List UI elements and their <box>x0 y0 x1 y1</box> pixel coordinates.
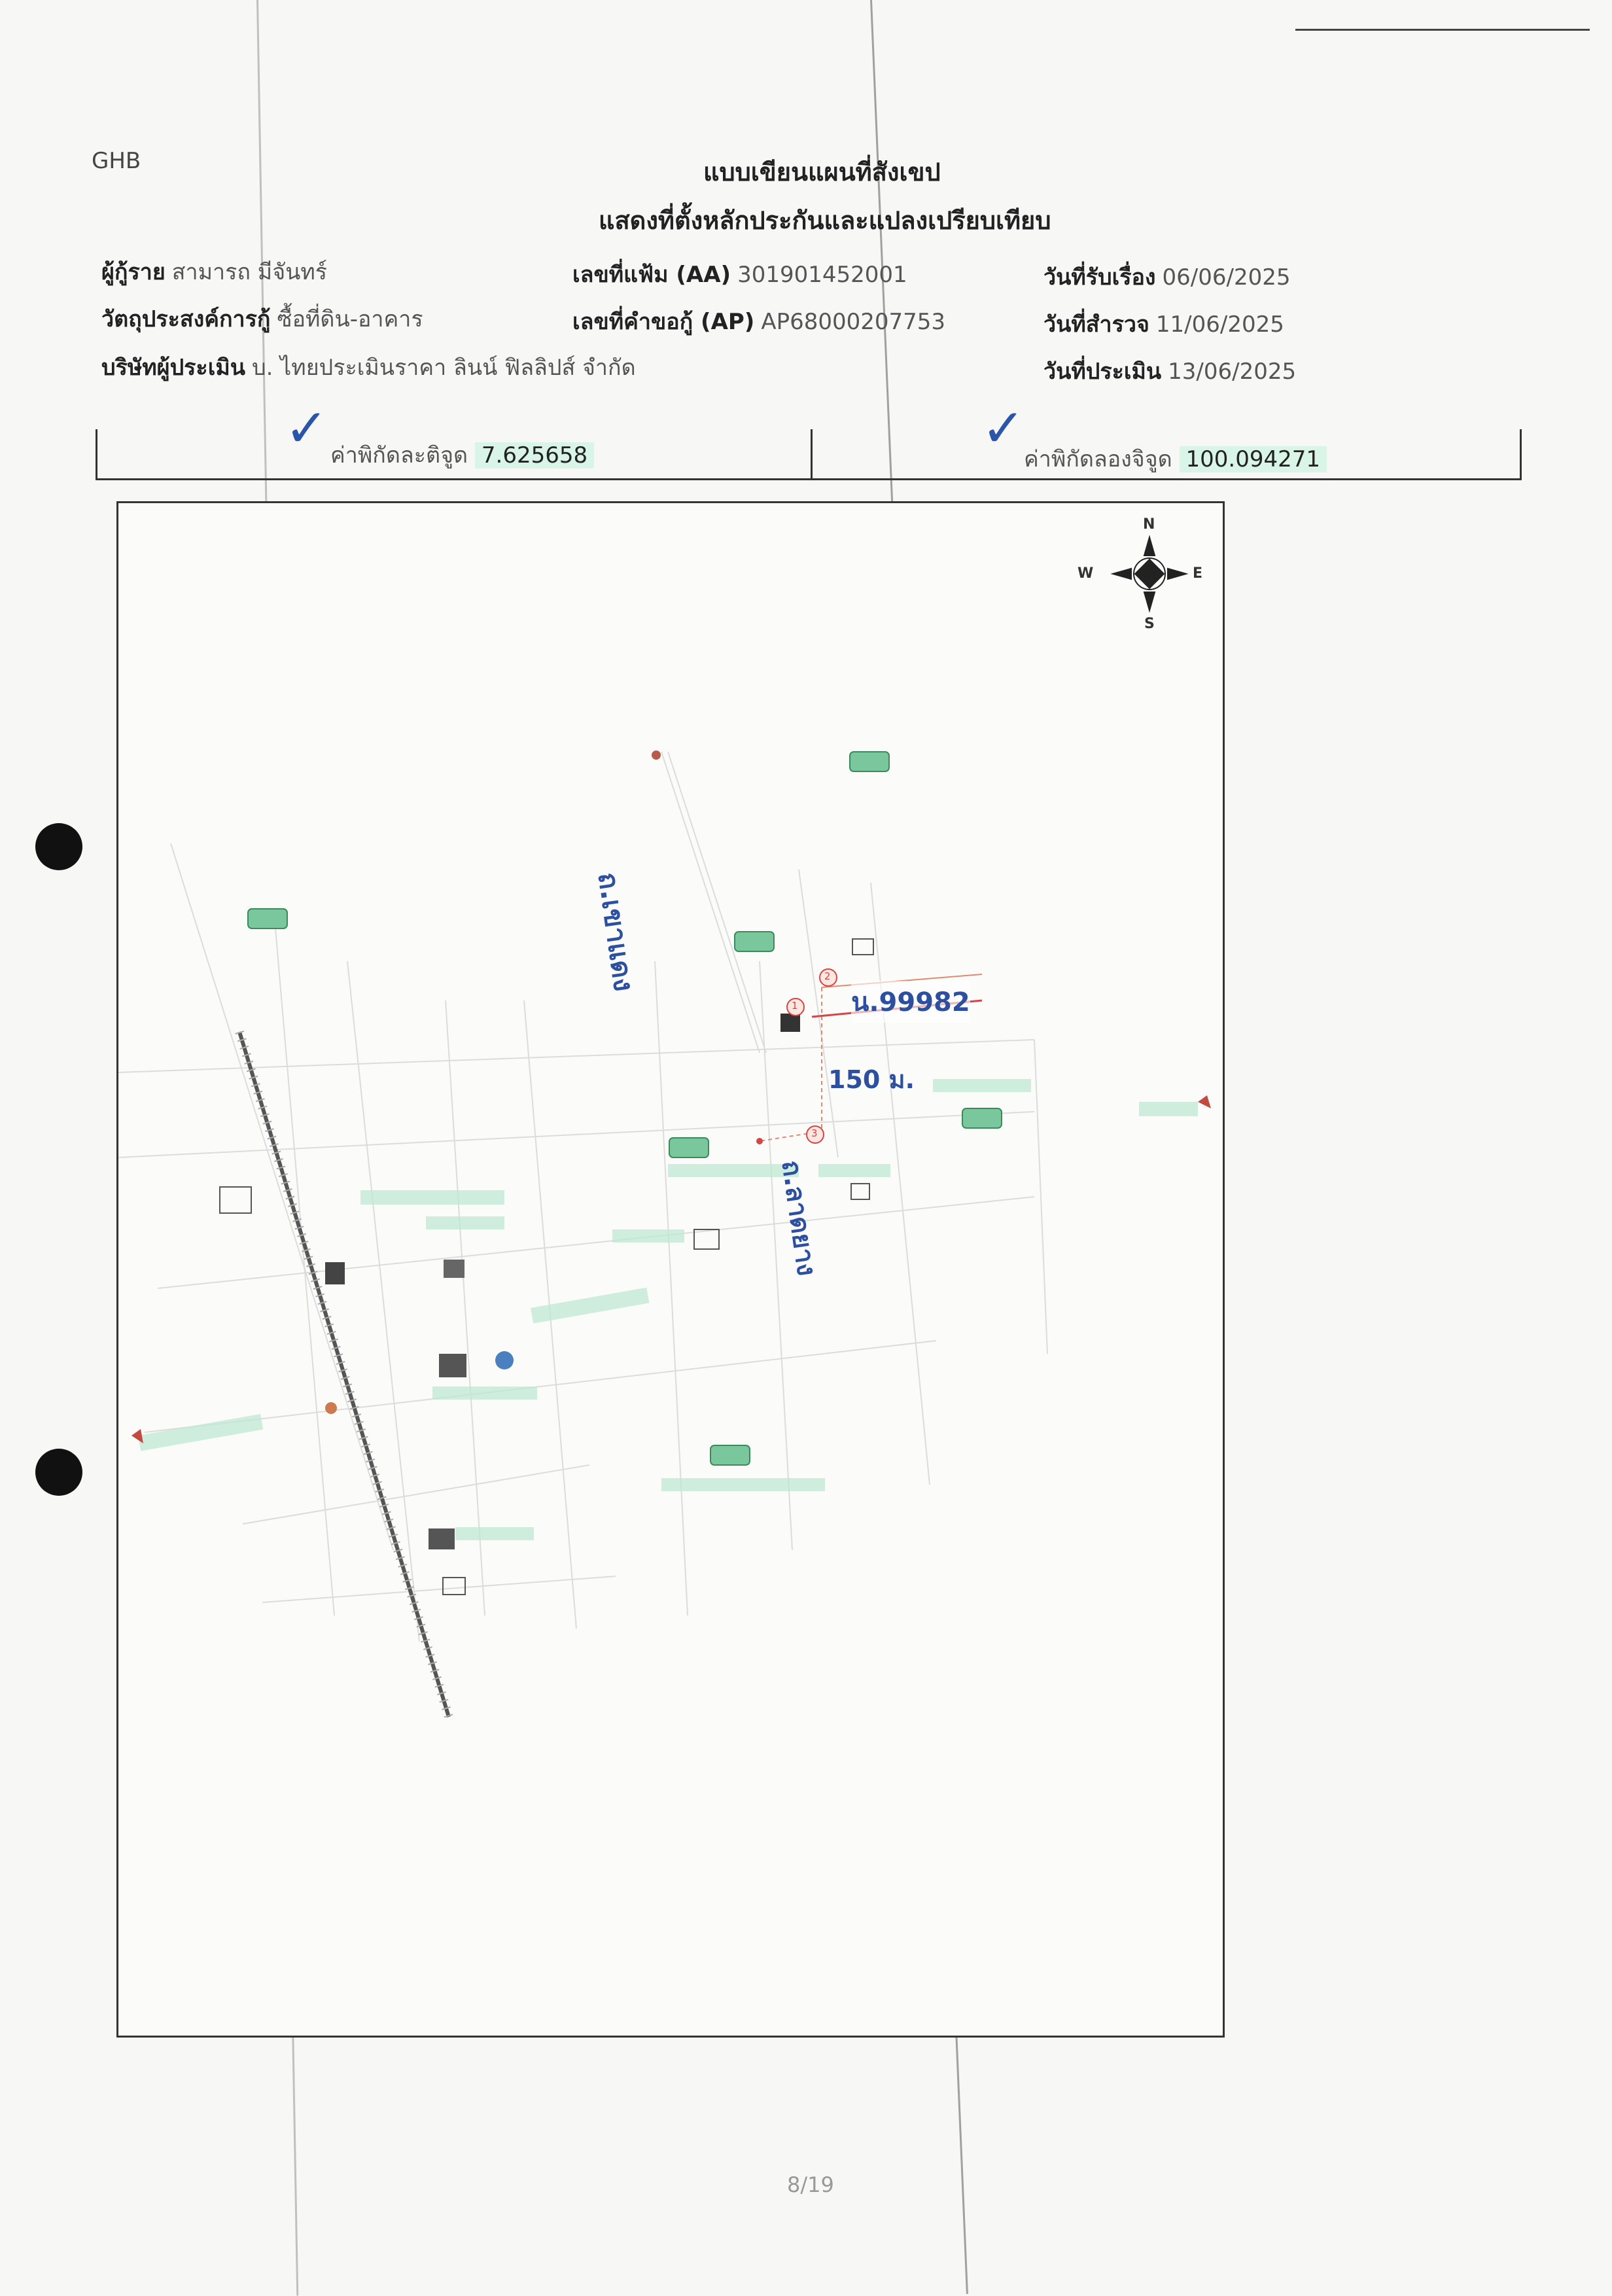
field-label: วันที่ประเมิน <box>1043 359 1162 385</box>
school-icon <box>444 1260 464 1278</box>
field-label: วันที่สำรวจ <box>1043 311 1149 338</box>
railway-ties <box>235 1030 453 1719</box>
map-label-strip <box>530 1287 650 1324</box>
coord-label: ค่าพิกัดลองจิจูด <box>1024 446 1172 472</box>
marker-1 <box>786 998 805 1016</box>
compass-s: S <box>1144 616 1155 632</box>
punch-hole <box>35 823 82 870</box>
building-icon <box>693 1229 720 1250</box>
map-label-strips <box>137 1079 1198 1540</box>
village-icon <box>669 1137 709 1158</box>
field-value: AP68000207753 <box>761 309 946 335</box>
building-icon <box>219 1186 252 1214</box>
field-value: 301901452001 <box>737 262 907 288</box>
map-label-strip <box>137 1414 264 1451</box>
coord-longitude: ค่าพิกัดลองจิจูด 100.094271 <box>1024 441 1327 476</box>
field-value: สามารถ มีจันทร์ <box>171 259 328 285</box>
field-borrower: ผู้กู้รายสามารถ มีจันทร์ <box>101 254 327 289</box>
road-end-icon <box>1198 1095 1211 1108</box>
field-label: วันที่รับเรื่อง <box>1043 264 1156 291</box>
coordinates-divider <box>811 429 813 480</box>
station-icon <box>325 1262 345 1284</box>
map-frame: N S E W 1 2 3 ถ.เขาแดง ถ.ลาดยาง น.99982 … <box>116 501 1225 2038</box>
field-value: 06/06/2025 <box>1162 264 1291 291</box>
marker-2 <box>819 968 837 987</box>
map-label-strip <box>612 1229 684 1243</box>
logo-ghb: GHB <box>92 148 141 174</box>
field-purpose: วัตถุประสงค์การกู้ซื้อที่ดิน-อาคาร <box>101 301 423 336</box>
field-label: เลขที่แฟ้ม (AA) <box>572 262 731 288</box>
field-request-no: เลขที่คำขอกู้ (AP)AP68000207753 <box>572 304 945 339</box>
map-label-strip <box>661 1478 825 1491</box>
village-icons <box>247 751 1002 1466</box>
field-appraiser: บริษัทผู้ประเมินบ. ไทยประเมินราคา ลินน์ … <box>101 349 636 385</box>
map-label-strip <box>426 1216 504 1229</box>
village-icon <box>734 931 775 952</box>
doc-subtitle: แสดงที่ตั้งหลักประกันและแปลงเปรียบเทียบ <box>599 206 1051 235</box>
marker-1-label: 1 <box>792 1000 798 1012</box>
school-icon <box>442 1577 466 1595</box>
map-label-strip <box>360 1190 504 1205</box>
road-network <box>118 751 1048 1642</box>
map-label-strip <box>432 1386 537 1400</box>
punch-hole <box>35 1449 82 1496</box>
field-label: วัตถุประสงค์การกู้ <box>101 306 271 332</box>
compass-w: W <box>1078 565 1094 582</box>
field-value: ซื้อที่ดิน-อาคาร <box>277 306 423 332</box>
field-value: 11/06/2025 <box>1155 311 1284 338</box>
scan-line <box>1295 29 1590 31</box>
rail-crossing-icon <box>325 1402 337 1414</box>
markers <box>786 968 837 1144</box>
map-label-strip <box>668 1164 799 1177</box>
check-mark-icon: ✓ <box>981 398 1026 459</box>
doc-title: แบบเขียนแผนที่สังเขป <box>703 158 941 186</box>
village-icon <box>962 1108 1002 1129</box>
village-icon <box>247 908 288 929</box>
map-label-strip <box>818 1164 890 1177</box>
hospital-icon <box>439 1354 466 1377</box>
building-icon <box>852 938 874 955</box>
coord-label: ค่าพิกัดละติจูด <box>330 442 468 468</box>
compass-e: E <box>1193 565 1203 582</box>
field-file-no: เลขที่แฟ้ม (AA)301901452001 <box>572 256 907 292</box>
map-label-strip <box>455 1527 534 1540</box>
start-point <box>756 1138 763 1144</box>
map-canvas <box>118 535 1211 1719</box>
road-end-icon <box>652 751 661 760</box>
map-label-strip <box>933 1079 1031 1092</box>
temple-icon <box>429 1528 455 1549</box>
building-icon <box>850 1183 870 1200</box>
compass-n: N <box>1143 516 1155 533</box>
marker-3-label: 3 <box>811 1127 818 1139</box>
coord-value: 7.625658 <box>474 442 595 468</box>
village-icon <box>710 1445 750 1466</box>
village-icon <box>849 751 890 772</box>
handwritten-distance: 150 ม. <box>828 1065 915 1094</box>
field-label: ผู้กู้ราย <box>101 259 166 285</box>
coordinates-box <box>96 429 1522 480</box>
field-value: บ. ไทยประเมินราคา ลินน์ ฟิลลิปส์ จำกัด <box>251 355 636 381</box>
police-icon <box>495 1351 514 1369</box>
coord-value: 100.094271 <box>1179 446 1327 472</box>
map-label-strip <box>1139 1102 1198 1116</box>
handwritten-parcel-no: น.99982 <box>851 981 970 1023</box>
page-number: 8/19 <box>787 2172 834 2197</box>
road-end-icon <box>131 1429 143 1443</box>
compass-icon <box>1110 535 1189 613</box>
field-label: เลขที่คำขอกู้ (AP) <box>572 309 755 335</box>
check-mark-icon: ✓ <box>285 398 329 459</box>
marker-2-label: 2 <box>824 970 831 982</box>
field-value: 13/06/2025 <box>1168 359 1297 385</box>
subject-building-icon <box>780 1014 800 1032</box>
field-label: บริษัทผู้ประเมิน <box>101 355 245 381</box>
coord-latitude: ค่าพิกัดละติจูด 7.625658 <box>330 437 595 472</box>
marker-3 <box>806 1125 824 1144</box>
